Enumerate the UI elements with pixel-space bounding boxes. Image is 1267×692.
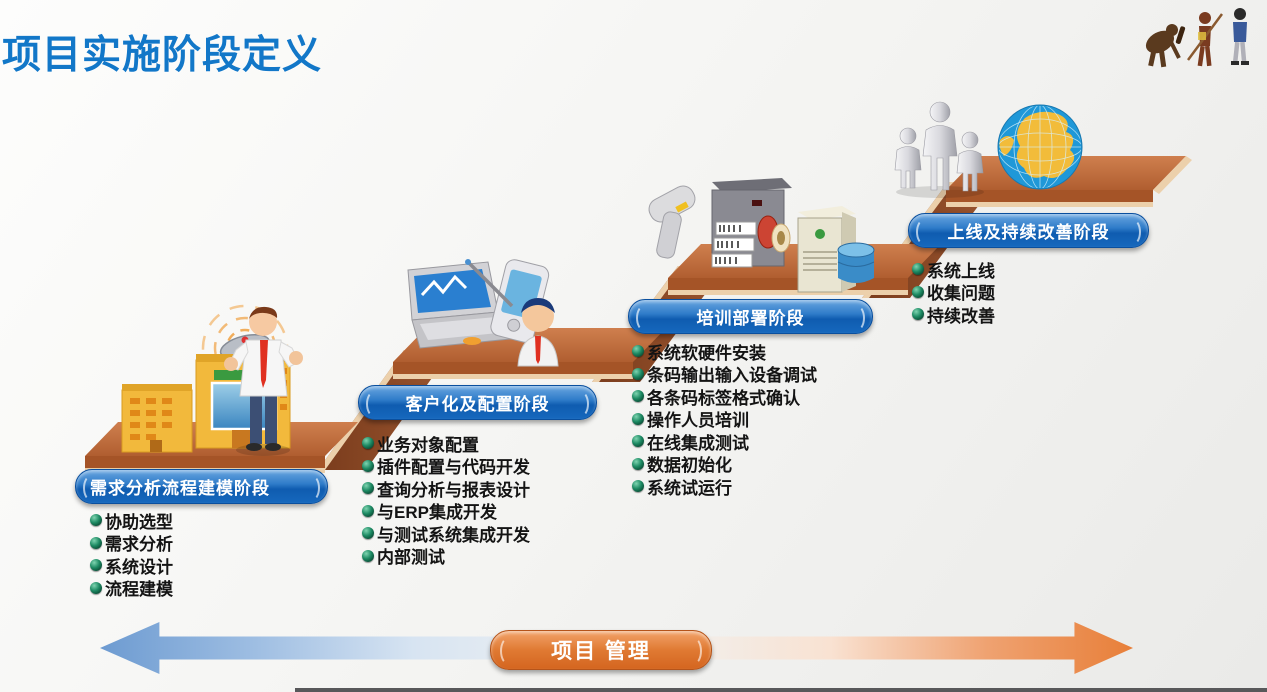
list-item: 需求分析 bbox=[90, 532, 173, 554]
phase-banner-3-label: 培训部署阶段 bbox=[696, 309, 805, 328]
phase-1-items: 协助选型 需求分析 系统设计 流程建模 bbox=[90, 509, 173, 599]
banner-left-arc bbox=[366, 391, 382, 417]
banner-left-arc bbox=[83, 475, 99, 501]
database-icon bbox=[837, 242, 875, 283]
bottom-edge-strip bbox=[295, 688, 1267, 692]
globe-bullet-icon bbox=[632, 480, 644, 493]
page-title: 项目实施阶段定义 bbox=[2, 34, 323, 77]
phase-4-items: 系统上线 收集问题 持续改善 bbox=[912, 258, 995, 326]
list-item: 各条码标签格式确认 bbox=[632, 385, 817, 408]
banner-left-arc bbox=[916, 219, 932, 245]
list-item: 系统试运行 bbox=[632, 475, 817, 498]
globe-bullet-icon bbox=[362, 437, 374, 450]
list-item: 与ERP集成开发 bbox=[362, 500, 530, 522]
label-printer-icon bbox=[711, 178, 792, 268]
list-item: 数据初始化 bbox=[632, 453, 817, 475]
list-item: 条码输出输入设备调试 bbox=[632, 363, 817, 385]
step3-illustration bbox=[648, 178, 875, 293]
list-item: 系统软硬件安装 bbox=[632, 340, 817, 363]
figure-center bbox=[922, 101, 958, 191]
list-item: 与测试系统集成开发 bbox=[362, 522, 530, 545]
phase-banner-4-label: 上线及持续改善阶段 bbox=[947, 223, 1110, 242]
globe-bullet-icon bbox=[90, 536, 102, 549]
project-management-pill: 项目 管理 bbox=[490, 630, 712, 670]
phase-2-items: 业务对象配置 插件配置与代码开发 查询分析与报表设计 与ERP集成开发 与测试系… bbox=[362, 432, 530, 567]
barcode-scanner-icon bbox=[648, 185, 696, 259]
list-item: 系统上线 bbox=[912, 258, 995, 281]
globe-bullet-icon bbox=[362, 482, 374, 495]
list-item: 操作人员培训 bbox=[632, 408, 817, 430]
globe-bullet-icon bbox=[362, 459, 374, 472]
laptop-icon bbox=[407, 261, 521, 349]
globe-bullet-icon bbox=[362, 527, 374, 540]
pill-left-arc bbox=[500, 637, 517, 665]
list-item: 在线集成测试 bbox=[632, 430, 817, 453]
banner-right-arc bbox=[573, 391, 589, 417]
figure-right bbox=[956, 131, 984, 192]
globe-bullet-icon bbox=[90, 559, 102, 572]
globe-bullet-icon bbox=[912, 285, 924, 298]
phase-3-items: 系统软硬件安装 条码输出输入设备调试 各条码标签格式确认 操作人员培训 在线集成… bbox=[632, 340, 817, 498]
globe-bullet-icon bbox=[632, 345, 644, 358]
globe-bullet-icon bbox=[632, 367, 644, 380]
team-figures-illustration bbox=[894, 101, 984, 198]
list-item: 收集问题 bbox=[912, 281, 995, 303]
list-item: 查询分析与报表设计 bbox=[362, 477, 530, 500]
globe-bullet-icon bbox=[90, 581, 102, 594]
globe-bullet-icon bbox=[632, 412, 644, 425]
globe-bullet-icon bbox=[632, 457, 644, 470]
modern-man-figure bbox=[1231, 8, 1249, 65]
phase-banner-1-label: 需求分析流程建模阶段 bbox=[90, 479, 270, 498]
phase-banner-3: 培训部署阶段 bbox=[628, 299, 873, 334]
globe-bullet-icon bbox=[632, 435, 644, 448]
buildings-illustration bbox=[121, 304, 303, 456]
list-item: 流程建模 bbox=[90, 577, 173, 599]
list-item: 插件配置与代码开发 bbox=[362, 455, 530, 477]
businessman-illustration bbox=[224, 306, 303, 456]
person-icon bbox=[517, 298, 559, 367]
globe-icon bbox=[997, 104, 1083, 190]
list-item: 持续改善 bbox=[912, 303, 995, 326]
banner-right-arc bbox=[849, 305, 865, 331]
ape-figure bbox=[1145, 24, 1186, 68]
list-item: 系统设计 bbox=[90, 554, 173, 577]
project-management-label: 项目 管理 bbox=[551, 640, 651, 663]
list-item: 内部测试 bbox=[362, 545, 530, 567]
globe-bullet-icon bbox=[90, 514, 102, 527]
step2-illustration bbox=[407, 259, 559, 367]
list-item: 业务对象配置 bbox=[362, 432, 530, 455]
phase-banner-2-label: 客户化及配置阶段 bbox=[405, 395, 550, 414]
globe-bullet-icon bbox=[912, 263, 924, 276]
pill-right-arc bbox=[685, 637, 702, 665]
evolution-illustration bbox=[1145, 8, 1249, 68]
figure-left bbox=[894, 127, 922, 189]
spearman-figure bbox=[1186, 12, 1224, 67]
globe-bullet-icon bbox=[362, 549, 374, 562]
globe-bullet-icon bbox=[632, 390, 644, 403]
banner-right-arc bbox=[304, 475, 320, 501]
globe-bullet-icon bbox=[912, 308, 924, 321]
globe-bullet-icon bbox=[362, 504, 374, 517]
banner-left-arc bbox=[636, 305, 652, 331]
phase-banner-2: 客户化及配置阶段 bbox=[358, 385, 597, 420]
phase-banner-1: 需求分析流程建模阶段 bbox=[75, 469, 328, 504]
building-left-icon bbox=[121, 384, 193, 453]
banner-right-arc bbox=[1125, 219, 1141, 245]
list-item: 协助选型 bbox=[90, 509, 173, 532]
phase-banner-4: 上线及持续改善阶段 bbox=[908, 213, 1149, 248]
